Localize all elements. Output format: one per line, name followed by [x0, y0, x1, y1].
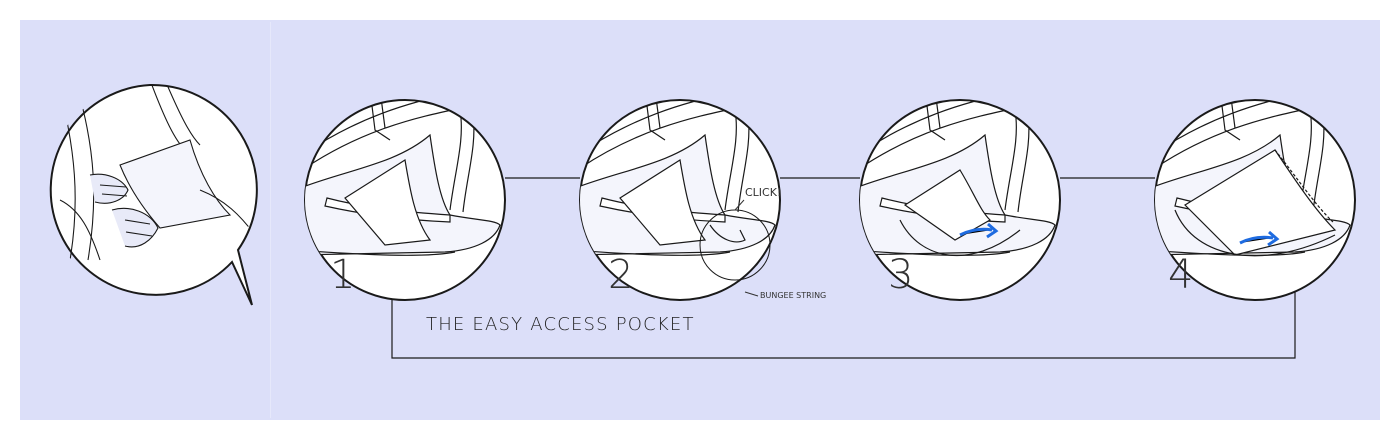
step-number-1: 1: [330, 252, 355, 298]
steps-group: [295, 80, 1355, 300]
step-3-vignette: [850, 80, 1060, 300]
step-number-3: 3: [888, 252, 913, 298]
bungee-label: BUNGEE STRING: [760, 291, 826, 300]
intro-bubble: [51, 80, 257, 305]
click-label: CLICK!: [745, 186, 781, 199]
bungee-leader: [745, 292, 758, 296]
step-number-4: 4: [1168, 252, 1193, 298]
step-number-2: 2: [608, 252, 633, 298]
diagram-title: THE EASY ACCESS POCKET: [426, 314, 695, 335]
step-1-vignette: [295, 80, 505, 300]
